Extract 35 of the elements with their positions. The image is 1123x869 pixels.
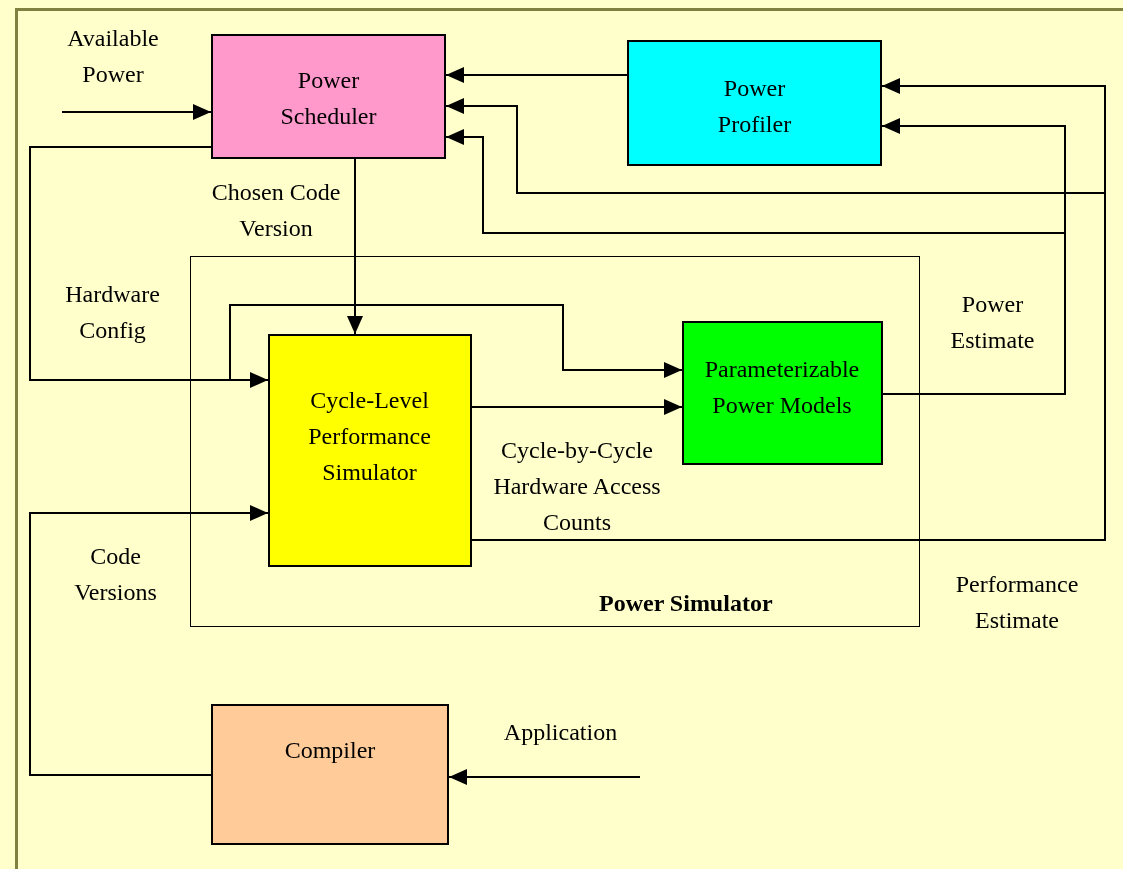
arrow [881,118,1066,234]
process-box [211,704,449,845]
box-label: Compiler [284,736,376,765]
process-box [681,320,883,465]
edge-label: Cycle-by-Cycle Hardware Access Counts [492,436,662,537]
process-box [211,34,446,159]
edge-label: Performance Estimate [954,570,1080,635]
process-box [627,40,882,166]
arrow [448,769,641,785]
edge-label: Code Versions [73,542,158,607]
arrow [29,505,269,776]
arrow [445,98,1106,194]
group-box [190,256,920,627]
group-title: Power Simulator [599,589,773,618]
arrow [229,304,683,381]
arrow [347,158,363,335]
box-label: Cycle-Level Performance Simulator [307,385,432,487]
arrow [471,399,683,415]
edge-label: Application [502,718,619,747]
process-box [267,333,472,567]
arrow [445,129,1066,234]
connector-line [29,146,231,381]
arrow [229,372,269,388]
edge-label: Chosen Code Version [210,178,342,243]
edge-label: Hardware Config [64,280,161,345]
arrow [881,78,1106,194]
box-label: Power Scheduler [279,66,378,131]
connector-line [471,192,1106,541]
arrow [61,104,212,120]
arrow [445,67,628,83]
edge-label: Power Estimate [949,290,1036,355]
box-label: Parameterizable Power Models [703,354,861,420]
box-label: Power Profiler [716,74,793,139]
edge-label: Available Power [66,24,160,89]
connector-line [882,232,1066,395]
